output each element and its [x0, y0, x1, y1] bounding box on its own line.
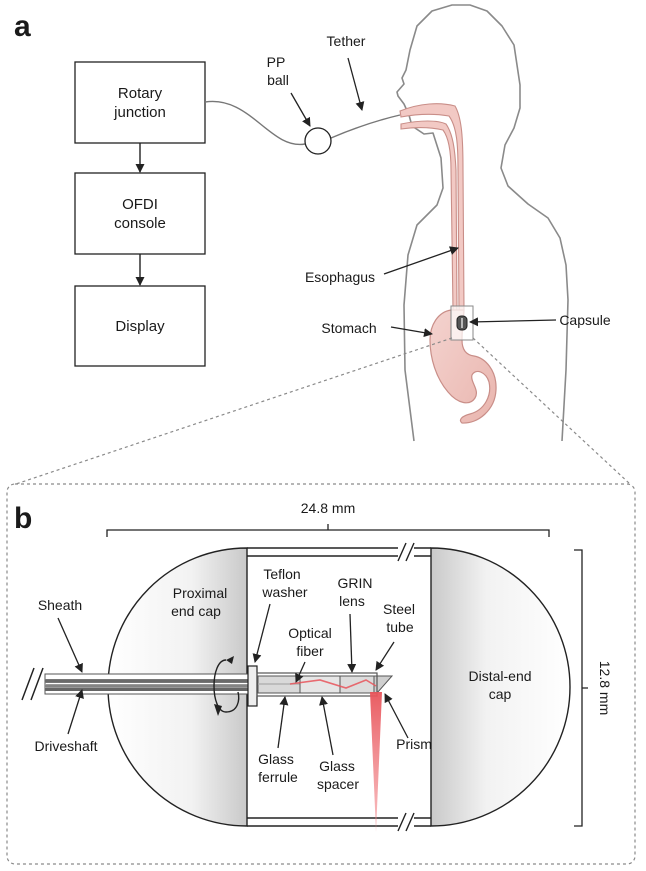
prism-label: Prism: [396, 736, 432, 752]
glass-spacer-label-1: Glass: [319, 758, 355, 774]
tether-line: [204, 100, 401, 145]
pp-ball-label-1: PP: [267, 54, 286, 70]
length-bracket: [106, 524, 550, 537]
panel-b-letter: b: [14, 502, 32, 535]
break-mark-bottom: [397, 812, 415, 832]
pp-ball-pointer: [290, 92, 311, 127]
grin-pointer: [347, 613, 357, 673]
optical-label-2: fiber: [296, 643, 324, 659]
rotation-arrow: [213, 659, 240, 713]
pp-ball: [304, 127, 332, 155]
proximal-label-2: end cap: [171, 603, 221, 619]
panel-a-letter: a: [14, 10, 31, 43]
driveshaft-pointer: [67, 689, 84, 735]
stomach-label: Stomach: [321, 320, 376, 336]
rotary-junction-box: Rotary junction: [74, 61, 206, 144]
steel-label-2: tube: [386, 619, 413, 635]
glass-spacer-pointer: [319, 696, 334, 756]
glass-ferrule-pointer: [277, 696, 289, 749]
sheath-label: Sheath: [38, 597, 82, 613]
steel-label-1: Steel: [383, 601, 415, 617]
distal-label-1: Distal-end: [468, 668, 531, 684]
beam-in-fiber: [289, 679, 377, 689]
esophagus-label: Esophagus: [305, 269, 375, 285]
glass-ferrule-label-2: ferrule: [258, 769, 298, 785]
diameter-bracket: [574, 549, 588, 827]
glass-spacer-label-2: spacer: [317, 776, 359, 792]
stomach-organ: [429, 309, 497, 424]
steel-pointer: [375, 641, 395, 671]
rotation-arrow-head-bottom: [214, 704, 222, 716]
panel-b-frame: [6, 483, 636, 865]
teflon-pointer: [252, 603, 271, 663]
esophagus-pointer: [383, 246, 459, 275]
grin-label-2: lens: [339, 593, 365, 609]
ofdi-console-label-1: OFDI: [122, 196, 158, 213]
tether-label: Tether: [327, 33, 366, 49]
esophagus-lower: [400, 120, 458, 311]
optical-label-1: Optical: [288, 625, 332, 641]
pp-ball-label-2: ball: [267, 72, 289, 88]
diameter-label: 12.8 mm: [597, 661, 613, 715]
capsule-pointer: [469, 317, 557, 327]
grin-label-1: GRIN: [338, 575, 373, 591]
teflon-label-1: Teflon: [263, 566, 300, 582]
break-mark-top: [397, 542, 415, 562]
capsule-label: Capsule: [559, 312, 611, 328]
teflon-label-2: washer: [261, 584, 307, 600]
output-beam: [370, 692, 382, 832]
rotary-junction-label-2: junction: [113, 104, 166, 121]
ofdi-console-box: OFDI console: [74, 172, 206, 255]
teflon-washer: [247, 665, 258, 707]
rotation-arrow-head-top: [226, 656, 234, 664]
distal-label-2: cap: [489, 686, 512, 702]
proximal-label-1: Proximal: [173, 585, 227, 601]
rotary-junction-label-1: Rotary: [118, 85, 163, 102]
sheath-pointer: [57, 617, 83, 673]
optical-pointer: [295, 661, 306, 683]
prism-pointer: [384, 693, 409, 739]
grin-lens: [339, 675, 375, 694]
sheath-break-mark: [21, 666, 44, 702]
driveshaft-label: Driveshaft: [34, 738, 97, 754]
glass-ferrule-label-1: Glass: [258, 751, 294, 767]
human-silhouette: [396, 4, 569, 442]
distal-end-cap: [430, 547, 571, 827]
display-box: Display: [74, 285, 206, 367]
stomach-pointer: [390, 326, 433, 338]
display-label: Display: [115, 318, 165, 335]
sheath-driveshaft: [44, 673, 258, 695]
zoom-connector-right: [472, 337, 631, 485]
ofdi-console-label-2: console: [114, 215, 166, 232]
length-label: 24.8 mm: [301, 500, 355, 516]
steel-tube: [256, 672, 378, 697]
tether-pointer: [347, 57, 365, 111]
zoom-connector-left: [15, 337, 453, 485]
